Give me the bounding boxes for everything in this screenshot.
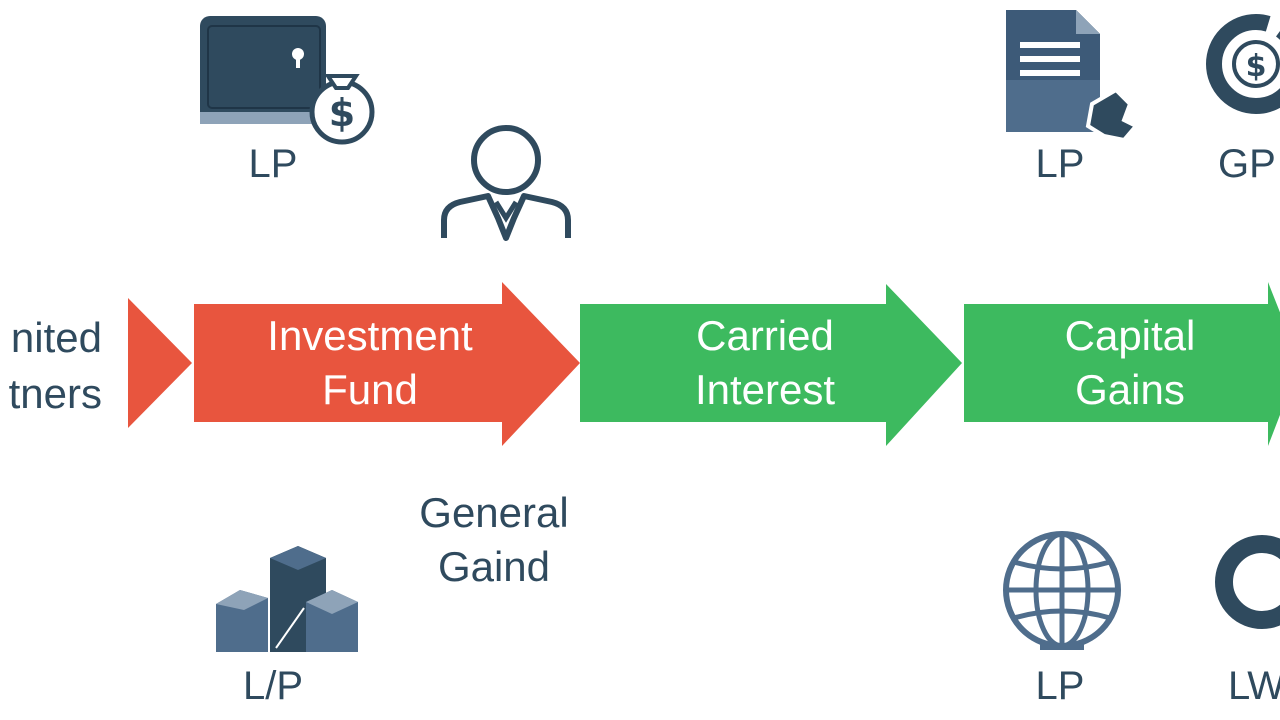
wallet-money-bag-icon: $ [200, 16, 375, 145]
ring-icon-label: LW [1228, 664, 1280, 708]
dollar-ring-icon: $ [1206, 14, 1280, 114]
arrow2-line2: Interest [694, 366, 836, 413]
arrow2-line1: Carried [696, 312, 834, 359]
left-label-line1: nited [10, 314, 102, 361]
mid-label-line2: Gaind [437, 543, 551, 590]
arrow-label-investment-fund: Investment Fund [230, 309, 510, 417]
arrow3-line1: Capital [1064, 312, 1196, 359]
arrow3-line2: Gains [1075, 366, 1185, 413]
arrow-label-carried-interest: Carried Interest [630, 309, 900, 417]
arrow-carried-interest [580, 284, 962, 446]
mid-label-line1: General [419, 489, 569, 536]
arrow1-line2: Fund [322, 366, 418, 413]
ring-icon [1215, 535, 1280, 629]
document-icon [1006, 10, 1140, 143]
building-blocks-icon [216, 546, 358, 652]
general-label: General Gaind [384, 486, 604, 594]
red-chevron [128, 298, 192, 428]
arrow-investment-fund [194, 282, 580, 446]
globe-icon-label: LP [1035, 664, 1085, 708]
document-icon-label: LP [1035, 142, 1085, 186]
left-label-line2: tners [8, 370, 102, 417]
wallet-icon-label: LP [248, 142, 298, 186]
person-icon [441, 125, 571, 241]
limited-partners-label: nited tners [0, 310, 102, 422]
arrow-label-capital-gains: Capital Gains [1000, 309, 1260, 417]
arrow-capital-gains [964, 282, 1280, 446]
dollar-ring-icon-label: GP [1218, 142, 1276, 186]
arrow1-line1: Investment [267, 312, 473, 359]
svg-text:$: $ [329, 91, 355, 135]
blocks-icon-label: L/P [242, 664, 304, 708]
globe-icon [1003, 531, 1121, 650]
svg-text:$: $ [1246, 49, 1267, 84]
